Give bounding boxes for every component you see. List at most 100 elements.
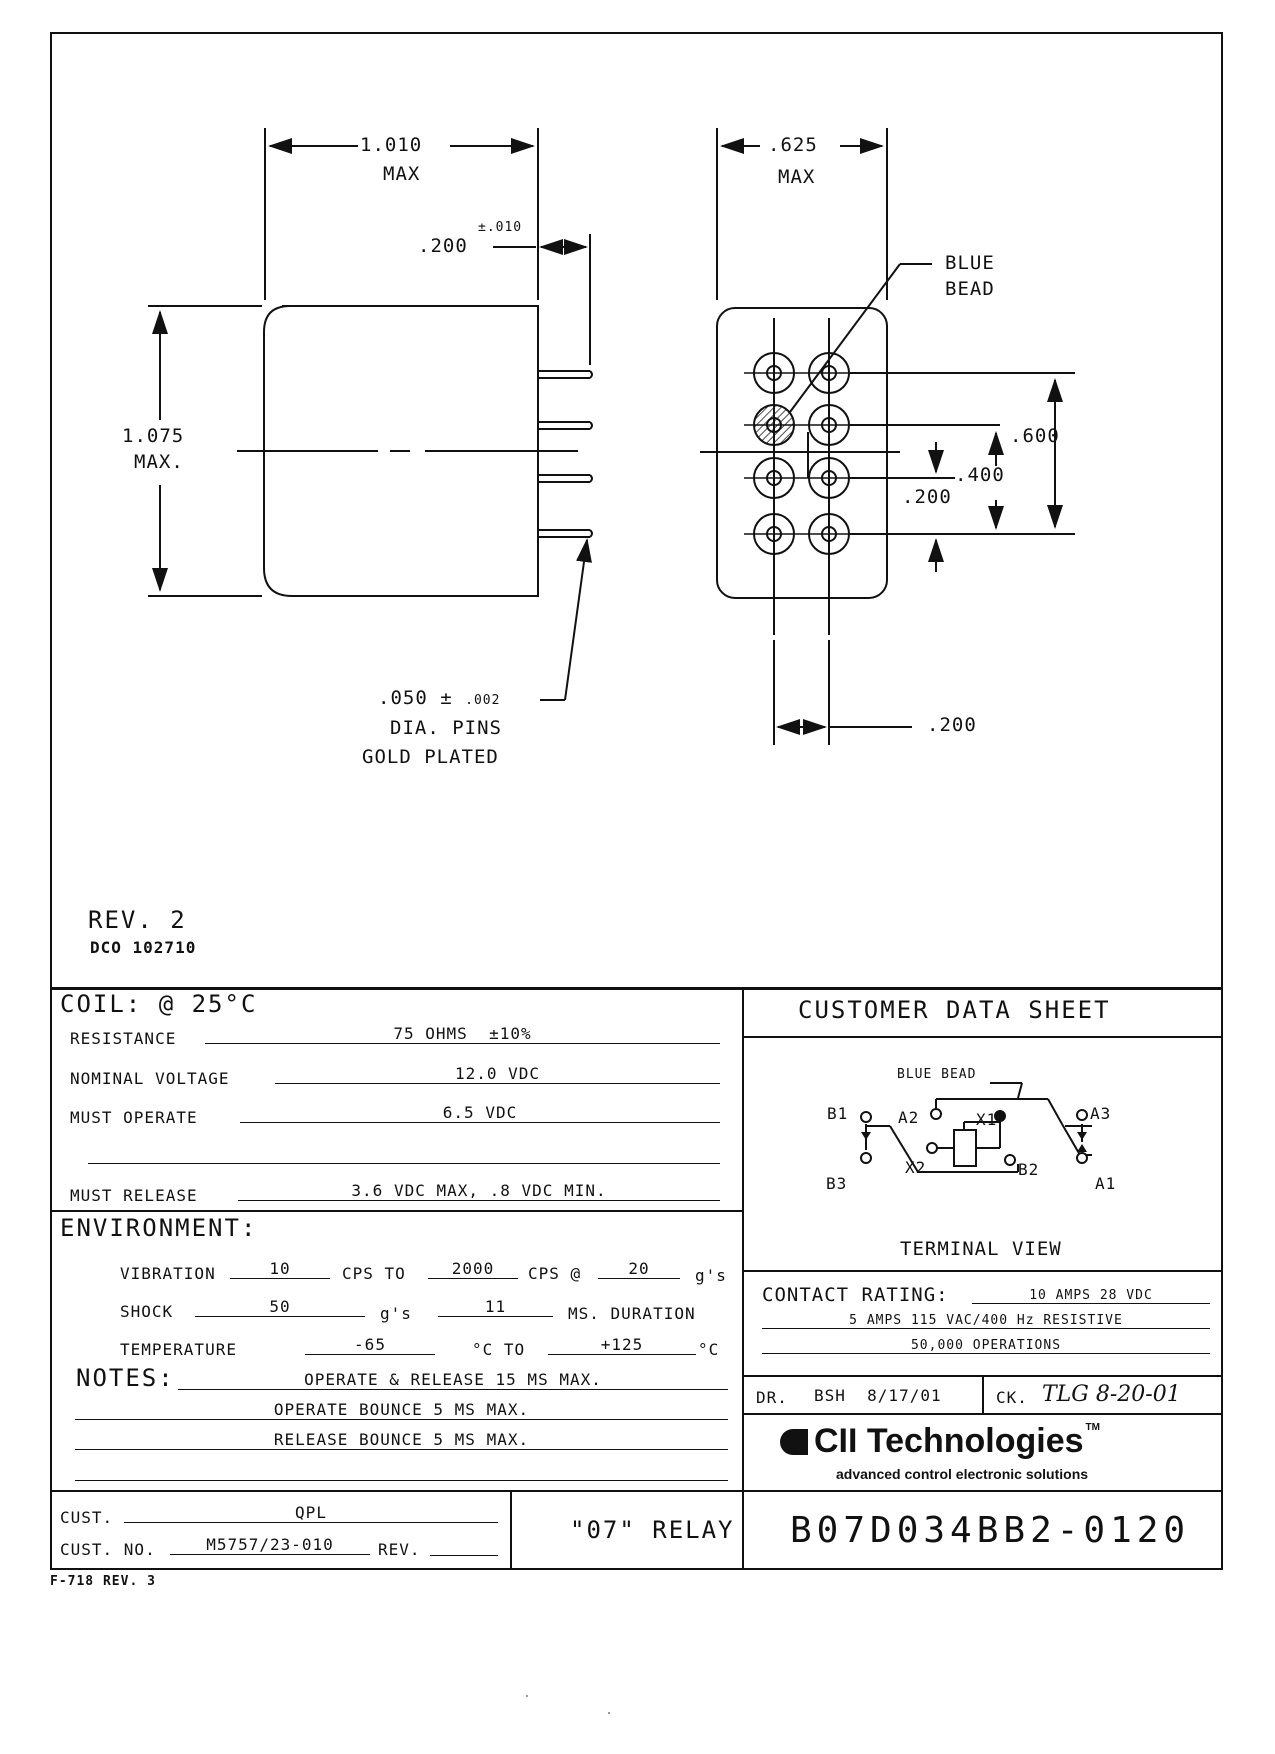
cust-no-value: M5757/23-010 [170, 1535, 370, 1555]
dim-400-label: .400 [955, 464, 1005, 486]
sheet-title-bottom [742, 1036, 1223, 1038]
shock-g: 50 [195, 1297, 365, 1317]
terminal-a1: A1 [1095, 1174, 1117, 1193]
resistance-label: RESISTANCE [70, 1029, 177, 1048]
product-name: "07" RELAY [570, 1516, 735, 1544]
ms-duration-label: MS. DURATION [568, 1304, 696, 1323]
checked-by-label: CK. [996, 1388, 1028, 1407]
blue-bead-label-1: BLUE [945, 252, 995, 274]
dim-width-label: 1.010 [360, 134, 423, 156]
dco-number: DCO 102710 [90, 938, 197, 957]
terminal-view-label: TERMINAL VIEW [900, 1238, 1062, 1260]
shock-gs-label: g's [380, 1304, 412, 1323]
logo-mark-icon [780, 1428, 808, 1455]
company-tagline: advanced control electronic solutions [836, 1466, 1089, 1482]
cust-row-divider [510, 1490, 512, 1570]
contact-rating-label: CONTACT RATING: [762, 1284, 949, 1306]
cps-at-label: CPS @ [528, 1264, 582, 1283]
dim-pin-length-label: .200 [418, 235, 468, 257]
dr-ck-bottom [742, 1413, 1223, 1415]
terminal-b3: B3 [826, 1174, 848, 1193]
blank-line [88, 1143, 720, 1164]
sheet-frame [50, 32, 1223, 1570]
part-number: B07D034BB2-0120 [790, 1510, 1191, 1551]
cps-to-label: CPS TO [342, 1264, 406, 1283]
must-operate-value: 6.5 VDC [240, 1103, 720, 1123]
g-s-label: g's [695, 1266, 727, 1285]
dim-height-note: MAX. [134, 451, 184, 473]
must-operate-label: MUST OPERATE [70, 1108, 198, 1127]
rev-value [430, 1535, 498, 1556]
terminal-b2: B2 [1018, 1160, 1040, 1179]
notes-line-3: RELEASE BOUNCE 5 MS MAX. [75, 1430, 728, 1450]
nominal-voltage-value: 12.0 VDC [275, 1064, 720, 1084]
relay-side-body [263, 305, 539, 597]
table-top-border [50, 987, 1223, 990]
deg-to-label: °C TO [472, 1340, 526, 1359]
shock-ms: 11 [438, 1297, 553, 1317]
revision-label: REV. 2 [88, 906, 187, 934]
vibration-label: VIBRATION [120, 1264, 216, 1283]
deg-c-label: °C [698, 1340, 720, 1359]
company-logo: CII Technologies TM [780, 1422, 1100, 1461]
scan-speck [526, 1695, 528, 1697]
checked-by-signature: TLG 8-20-01 [1042, 1382, 1181, 1407]
environment-heading: ENVIRONMENT: [60, 1214, 258, 1242]
temperature-label: TEMPERATURE [120, 1340, 237, 1359]
terminal-blue-bead-label: BLUE BEAD [897, 1067, 977, 1082]
dim-200-horizontal-label: .200 [927, 714, 977, 736]
terminal-x1: X1 [976, 1110, 998, 1129]
must-release-value: 3.6 VDC MAX, .8 VDC MIN. [238, 1181, 720, 1201]
dim-width-note: MAX [383, 163, 421, 185]
trademark-mark: TM [1085, 1422, 1100, 1433]
dr-ck-divider [982, 1375, 984, 1413]
dim-height-label: 1.075 [122, 425, 185, 447]
nominal-voltage-label: NOMINAL VOLTAGE [70, 1069, 230, 1088]
cust-no-label: CUST. NO. [60, 1540, 156, 1559]
cust-value: QPL [124, 1503, 498, 1523]
pin-diameter-label: .050 ± .002 [378, 687, 501, 709]
vibration-g: 20 [598, 1259, 680, 1279]
pin-note-2: GOLD PLATED [362, 746, 499, 768]
notes-line-1: OPERATE & RELEASE 15 MS MAX. [178, 1370, 728, 1390]
relay-drawing [148, 128, 1075, 745]
dim-end-width-label: .625 [768, 134, 818, 156]
pin-note-1: DIA. PINS [390, 717, 502, 739]
blue-bead-label-2: BEAD [945, 278, 995, 300]
coil-heading: COIL: @ 25°C [60, 990, 258, 1018]
vibration-from: 10 [230, 1259, 330, 1279]
contact-rating-1: 10 AMPS 28 VDC [972, 1288, 1210, 1304]
dim-200-vertical-label: .200 [902, 486, 952, 508]
terminal-b1: B1 [827, 1104, 849, 1123]
resistance-value: 75 OHMS ±10% [205, 1024, 720, 1044]
terminal-view-diagram [860, 1082, 1092, 1173]
contact-rating-2: 5 AMPS 115 VAC/400 Hz RESISTIVE [762, 1313, 1210, 1329]
dim-end-width-note: MAX [778, 166, 816, 188]
shock-label: SHOCK [120, 1302, 174, 1321]
must-release-label: MUST RELEASE [70, 1186, 198, 1205]
terminal-a2: A2 [898, 1108, 920, 1127]
cust-label: CUST. [60, 1508, 114, 1527]
form-number: F-718 REV. 3 [50, 1574, 156, 1589]
dim-600-label: .600 [1010, 425, 1060, 447]
terminal-a3: A3 [1090, 1104, 1112, 1123]
dim-pin-length-tolerance: ±.010 [478, 220, 523, 235]
temperature-low: -65 [305, 1335, 435, 1355]
scan-speck [608, 1712, 610, 1714]
rev-label: REV. [378, 1540, 421, 1559]
terminal-view-bottom [742, 1270, 1223, 1272]
cust-row-top [50, 1490, 742, 1492]
drawn-by-label: DR. [756, 1388, 788, 1407]
notes-line-4 [75, 1462, 728, 1481]
notes-line-2: OPERATE BOUNCE 5 MS MAX. [75, 1400, 728, 1420]
table-center-divider [742, 987, 744, 1570]
sheet-title: CUSTOMER DATA SHEET [798, 996, 1111, 1024]
contact-rating-3: 50,000 OPERATIONS [762, 1338, 1210, 1354]
drawn-by-value: BSH 8/17/01 [814, 1386, 942, 1405]
terminal-x2: X2 [905, 1158, 927, 1177]
notes-heading: NOTES: [76, 1364, 175, 1392]
company-name: CII Technologies [814, 1422, 1084, 1460]
vibration-to: 2000 [428, 1259, 518, 1279]
temperature-high: +125 [548, 1335, 696, 1355]
logo-bottom [742, 1490, 1223, 1492]
